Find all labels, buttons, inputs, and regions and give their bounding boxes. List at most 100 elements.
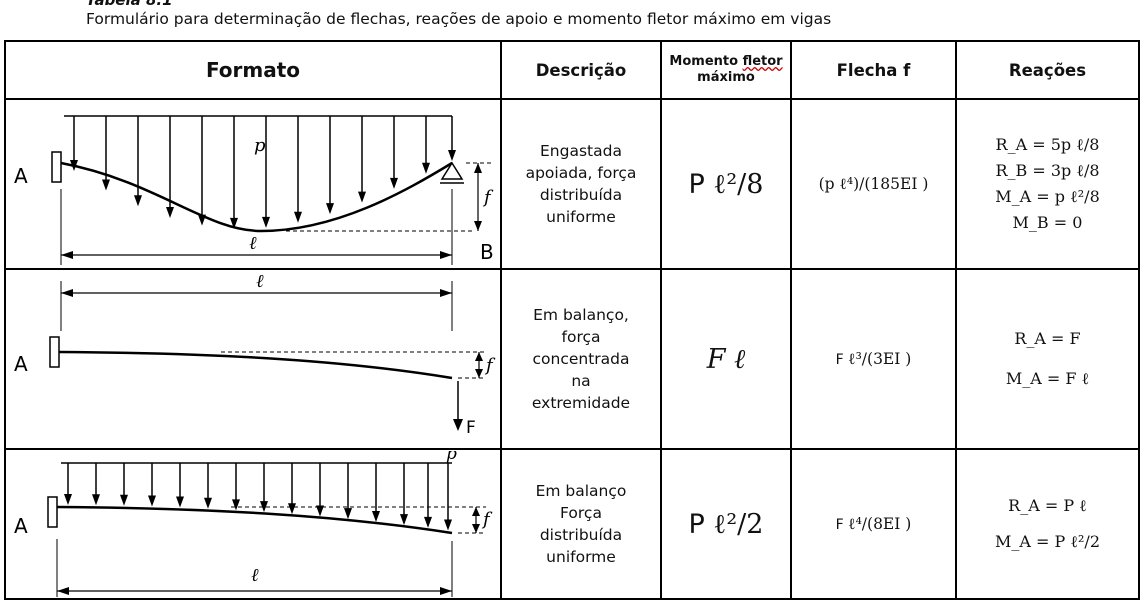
table-row: A p f: [4, 98, 1140, 270]
force-label: F: [466, 418, 476, 438]
table-title: Formulário para determinação de flechas,…: [86, 10, 832, 28]
reactions-cell: R_A = P ℓ M_A = P ℓ²/2: [955, 448, 1140, 600]
dim-arrow-top: [474, 163, 482, 173]
description-line: Em balanço: [535, 482, 627, 500]
figure-propped-cantilever: A p f: [4, 98, 502, 270]
load-arrow-head: [422, 162, 430, 174]
load-arrow-head: [102, 179, 110, 191]
deflection-lead: F: [835, 351, 849, 368]
deflection-cell: (p ℓ⁴)/(185EI ): [790, 98, 957, 270]
load-arrow-head: [166, 207, 174, 219]
load-label: p: [446, 451, 457, 464]
description-line: na: [571, 372, 591, 390]
support-a-label: A: [14, 352, 28, 376]
distributed-load-arrows: [64, 463, 452, 531]
description-line: distribuída: [539, 186, 623, 204]
load-arrow-head: [390, 177, 398, 189]
moment-lead: P: [688, 508, 714, 540]
reaction-line: M_A = F ℓ: [1005, 369, 1090, 388]
max-moment-cell: P ℓ²/2: [660, 448, 792, 600]
header-momento-part3: máximo: [697, 70, 755, 85]
load-arrow-head: [260, 501, 268, 513]
deflection-expression: (p ℓ⁴)/(185EI ): [818, 174, 929, 193]
table-row: ℓ A f F Em balanço, força: [4, 268, 1140, 450]
load-arrow-head: [294, 211, 302, 223]
dim-arrow-bottom: [475, 369, 483, 378]
load-arrow-head: [344, 508, 352, 520]
load-arrow-head: [424, 516, 432, 528]
load-arrow-head: [372, 510, 380, 522]
cantilever-distributed-diagram: A f p ℓ: [14, 451, 493, 597]
table-caption: Tabela 8.1 Formulário para determinação …: [86, 0, 831, 41]
fixed-support-shape: [49, 336, 60, 368]
reaction-line: R_A = P ℓ: [1008, 496, 1087, 515]
header-reacoes: Reações: [955, 40, 1140, 100]
load-arrow-head: [204, 497, 212, 509]
deflected-beam-curve: [60, 161, 453, 233]
moment-expression: ℓ²/8: [713, 168, 764, 200]
load-arrow-head: [358, 191, 366, 203]
length-arrow-left: [61, 251, 73, 259]
description-line: uniforme: [546, 548, 616, 566]
header-formato: Formato: [4, 40, 502, 100]
load-arrow-head: [176, 496, 184, 508]
header-momento-part1: Momento: [669, 54, 743, 69]
reaction-line: R_A = F: [1014, 329, 1081, 348]
length-arrow-left: [57, 587, 69, 595]
dim-arrow-bottom: [472, 524, 480, 533]
load-arrow-head: [316, 505, 324, 517]
load-arrow-head: [134, 195, 142, 207]
fixed-support-shape: [51, 151, 62, 183]
length-arrow-right: [440, 289, 452, 297]
max-moment-cell: F ℓ: [660, 268, 792, 450]
dim-arrow-top: [475, 352, 483, 361]
reaction-line: M_A = p ℓ²/8: [995, 187, 1100, 206]
reactions-cell: R_A = 5p ℓ/8 R_B = 3p ℓ/8 M_A = p ℓ²/8 M…: [955, 98, 1140, 270]
point-load-head: [453, 419, 463, 431]
load-arrow-head: [230, 217, 238, 229]
description-line: Em balanço,: [533, 306, 629, 324]
fixed-support-shape: [47, 496, 58, 528]
header-momento: Momento fletor máximo: [660, 40, 792, 100]
description-cell: Engastada apoiada, força distribuída uni…: [500, 98, 662, 270]
load-arrow-head: [148, 495, 156, 507]
description-line: Engastada: [540, 142, 622, 160]
deflection-label: f: [482, 187, 494, 208]
load-arrow-head: [262, 216, 270, 228]
length-arrow-right: [440, 587, 452, 595]
load-arrow-head: [288, 503, 296, 515]
deflection-label: f: [481, 509, 493, 530]
length-label: ℓ: [249, 233, 257, 254]
pinned-support-shape: [440, 161, 464, 180]
moment-expression: ℓ²/2: [713, 508, 764, 540]
load-arrow-head: [326, 203, 334, 215]
load-arrow-head: [400, 514, 408, 526]
deflection-expression: ℓ⁴/(8EI ): [848, 514, 912, 533]
reaction-line: R_B = 3p ℓ/8: [995, 161, 1100, 180]
max-moment-cell: P ℓ²/8: [660, 98, 792, 270]
figure-cantilever-distributed: A f p ℓ: [4, 448, 502, 600]
description-line: distribuída: [539, 526, 623, 544]
deflected-beam-curve: [58, 350, 453, 380]
deflected-beam-curve: [56, 505, 453, 535]
dim-arrow-bottom: [474, 221, 482, 231]
dim-arrow-top: [472, 507, 480, 516]
support-a-label: A: [14, 164, 28, 188]
load-arrow-head: [92, 494, 100, 506]
deflection-cell: F ℓ⁴/(8EI ): [790, 448, 957, 600]
header-momento-part2: fletor: [742, 54, 783, 69]
figure-cantilever-point-load: ℓ A f F: [4, 268, 502, 450]
description-line: uniforme: [546, 208, 616, 226]
description-line: apoiada, força: [525, 164, 637, 182]
load-arrow-head: [64, 494, 72, 506]
load-label: p: [254, 135, 266, 156]
deflection-lead: F: [835, 516, 849, 533]
description-cell: Em balanço Força distribuída uniforme: [500, 448, 662, 600]
table-row: A f p ℓ: [4, 448, 1140, 600]
cantilever-point-diagram: ℓ A f F: [14, 271, 496, 438]
reaction-line: R_A = 5p ℓ/8: [995, 135, 1100, 154]
load-arrow-head: [448, 150, 456, 161]
support-b-label: B: [480, 240, 494, 264]
length-arrow-left: [61, 289, 73, 297]
description-line: força: [561, 328, 601, 346]
